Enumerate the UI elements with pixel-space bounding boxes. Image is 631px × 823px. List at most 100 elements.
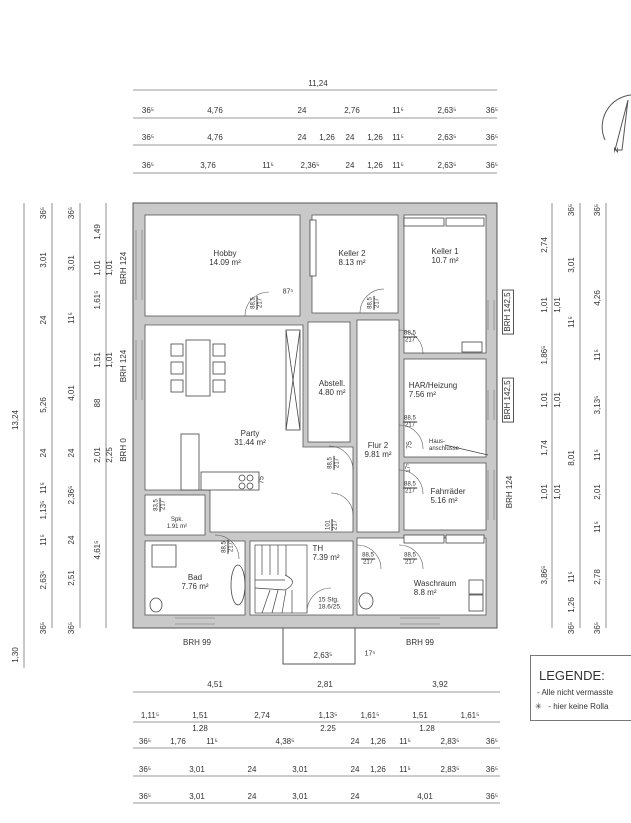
dimension-label: 1,76 (170, 737, 186, 746)
dimension-label: 13,24 (11, 409, 20, 431)
asterisk-icon: ✳ (535, 702, 542, 711)
brh-label: BRH 124 (119, 251, 128, 285)
dimension-label: 1,49 (93, 224, 102, 240)
brh-label: BRH 124 (119, 349, 128, 383)
dimension-label: 1,26 (567, 597, 576, 613)
washer-dryer (468, 594, 484, 612)
dimension-label: 3,92 (432, 680, 448, 689)
dimension-label: 1,51 (412, 711, 428, 720)
dimension-label: 4,38⁵ (275, 737, 295, 746)
dimension-label: 24 (39, 315, 48, 325)
dimension-label: 2,36⁵ (67, 485, 76, 505)
dim-label: 75 (406, 441, 414, 449)
brh-label: BRH 124 (505, 475, 514, 509)
dimension-label: 1,26 (370, 737, 386, 746)
dimension-label: 4,51 (207, 680, 223, 689)
dimension-label: 11⁵ (567, 571, 576, 583)
dimension-label: 24 (297, 133, 307, 142)
shower (151, 544, 177, 568)
dimension-label: 2,01 (93, 447, 102, 463)
room-label-spk: Spk.1.91 m² (166, 517, 188, 530)
dimension-label: 1,26 (367, 161, 383, 170)
dimension-label: 36⁵ (485, 161, 499, 170)
dimension-label: 1,01 (105, 260, 114, 276)
entrance-landing (282, 627, 356, 665)
dimension-label: 1,01 (93, 260, 102, 276)
dimension-label: 2,76 (344, 106, 360, 115)
dimension-label: 1,86⁵ (540, 345, 549, 365)
dimension-label: 4,01 (67, 385, 76, 401)
dimension-label: 2,63⁵ (437, 161, 457, 170)
dimension-label: 11⁵ (593, 449, 602, 461)
dimension-label: 2,01 (593, 484, 602, 500)
dimension-label: 4,26 (593, 290, 602, 306)
dimension-label: 2,78 (593, 569, 602, 585)
dimension-label: 1,26 (319, 133, 335, 142)
dimension-label: 2,25 (105, 447, 114, 463)
dimension-label: 3,86⁵ (540, 565, 549, 585)
dim-label: 17⁵ (406, 463, 412, 473)
door-swings (214, 288, 424, 613)
dining-table (185, 339, 211, 397)
staircase (254, 544, 308, 614)
dimension-label: 11⁵ (206, 737, 218, 746)
dimension-label: 1,51 (93, 352, 102, 368)
kitchen-island (180, 433, 200, 491)
dimension-label: 24 (247, 792, 257, 801)
dimension-label: 11⁵ (567, 316, 576, 328)
room-label-hausanschluss: Haus-anschlüsse (428, 439, 460, 452)
compass-icon (601, 94, 631, 151)
dimension-label: 1.28 (419, 724, 435, 733)
legend-title: LEGENDE: (539, 668, 605, 683)
dimension-label: 2,83⁵ (440, 737, 460, 746)
room-waschraum (356, 537, 487, 616)
brh-label: BRH 142,5 (502, 289, 514, 335)
dimension-label: 3,01 (39, 252, 48, 268)
dimension-label: 36⁵ (138, 792, 152, 801)
dimension-label: 36⁵ (593, 203, 602, 217)
dimension-label: 4,01 (417, 792, 433, 801)
dimension-label: 36⁵ (485, 737, 499, 746)
dimension-label: 1,01 (553, 297, 562, 313)
dimension-label: 3,76 (200, 161, 216, 170)
leader-arrow (444, 444, 489, 456)
wash-basin (358, 592, 374, 610)
dimension-label: 36⁵ (567, 203, 576, 217)
dimension-label: 24 (350, 792, 360, 801)
dimension-label: 36⁵ (138, 765, 152, 774)
furniture (149, 217, 485, 613)
dimension-label: 36⁵ (567, 621, 576, 635)
dimension-label: 1,13⁵ (39, 500, 48, 520)
dimension-label: 1,13⁵ (318, 711, 338, 720)
dimension-label: 2,81 (317, 680, 333, 689)
dimension-label: 1,26 (370, 765, 386, 774)
dimension-label: 8,01 (567, 450, 576, 466)
dim-label: 87⁵ (282, 288, 294, 296)
dimension-label: 24 (67, 448, 76, 458)
dimension-label: 1,61⁵ (93, 290, 102, 310)
dimension-label: 1,30 (11, 647, 20, 663)
dimension-label: 1,01 (540, 297, 549, 313)
dimension-label: 36⁵ (39, 206, 48, 220)
dimension-label: 24 (297, 106, 307, 115)
brh-label: BRH 99 (182, 638, 212, 647)
legend-line-2: ✳ - hier keine Rolla (535, 702, 609, 711)
dimension-label: 2,74 (540, 237, 549, 253)
room-flur2 (356, 319, 400, 533)
dimension-lines (23, 89, 607, 804)
dimension-label: 11⁵ (399, 737, 411, 746)
dimension-label: 2,63⁵ (437, 133, 457, 142)
legend-line-1: - Alle nicht vermasste (537, 688, 614, 697)
stair-label: 15 Stg.18.6/25. (318, 596, 342, 611)
